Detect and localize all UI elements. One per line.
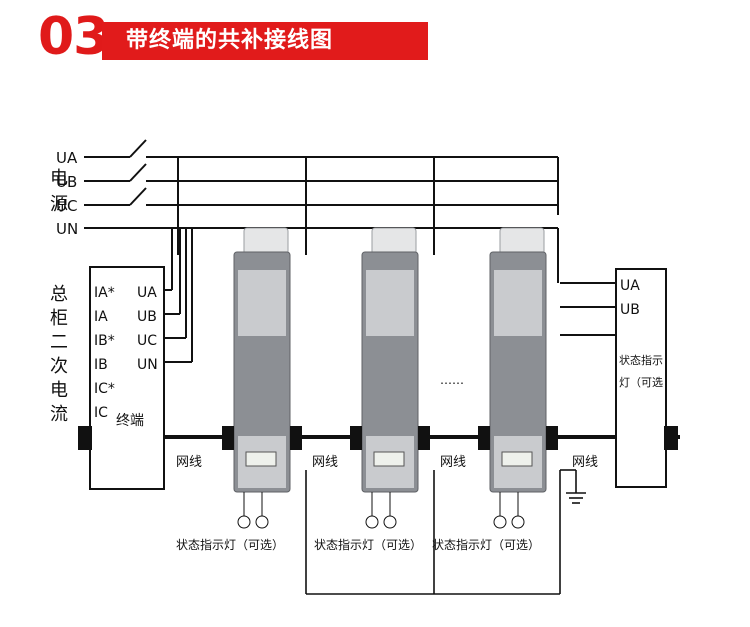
cabinet-labels: 总 柜 二 次 电 流 IA* IA IB* IB IC* IC UA UB U… [50, 284, 158, 429]
indicator-labels: 状态指示灯（可选） 状态指示灯（可选） 状态指示灯（可选） [176, 537, 540, 552]
right-ua: UA [620, 278, 640, 294]
title-banner [102, 22, 428, 60]
network-labels: 网线 网线 网线 网线 [176, 455, 598, 470]
capacitor-device-3 [478, 227, 558, 529]
source-lines [84, 139, 616, 363]
cabinet-char-2: 柜 [50, 308, 68, 329]
network-label-1: 网线 [176, 455, 202, 470]
output-ua: UA [137, 285, 157, 301]
cabinet-char-3: 二 [50, 332, 68, 353]
source-un: UN [56, 220, 78, 238]
right-terminal-connector [664, 426, 678, 450]
source-char-1: 电 [50, 168, 68, 189]
network-label-3: 网线 [440, 455, 466, 470]
right-ub: UB [620, 302, 640, 318]
output-uc: UC [137, 333, 157, 349]
input-ib-star: IB* [94, 333, 115, 349]
section-title: 带终端的共补接线图 [126, 28, 334, 53]
right-note-1: 状态指示 [619, 353, 663, 367]
network-label-2: 网线 [312, 455, 338, 470]
input-ic-star: IC* [94, 381, 115, 397]
source-labels: 电 源 UA UB UC UN [50, 149, 78, 238]
source-ua: UA [56, 149, 78, 167]
input-ib: IB [94, 357, 108, 373]
ellipsis: …… [440, 373, 464, 387]
indicator-label-1: 状态指示灯（可选） [176, 537, 284, 552]
input-ic: IC [94, 405, 108, 421]
cabinet-char-6: 流 [50, 404, 68, 425]
source-char-2: 源 [50, 194, 68, 215]
right-box-labels: UA UB 状态指示 灯（可选 [619, 278, 663, 389]
capacitor-device-1 [222, 227, 302, 529]
terminal-box [89, 266, 165, 490]
output-un: UN [137, 357, 158, 373]
source-ub: UB [56, 173, 77, 191]
cabinet-char-5: 电 [50, 380, 68, 401]
aux-lines [305, 469, 586, 595]
cabinet-char-1: 总 [50, 284, 68, 305]
cabinet-char-4: 次 [50, 356, 68, 377]
terminal-label: 终端 [116, 413, 144, 429]
indicator-label-2: 状态指示灯（可选） [314, 537, 422, 552]
indicator-label-3: 状态指示灯（可选） [432, 537, 540, 552]
input-ia: IA [94, 309, 108, 325]
right-note-2: 灯（可选 [619, 376, 663, 389]
input-ia-star: IA* [94, 285, 115, 301]
section-number: 03 [38, 7, 109, 67]
capacitor-device-2 [350, 227, 430, 529]
terminal-connector [78, 426, 92, 450]
network-label-4: 网线 [572, 455, 598, 470]
output-ub: UB [137, 309, 157, 325]
source-uc: UC [56, 197, 77, 215]
right-terminal-box [615, 268, 667, 488]
